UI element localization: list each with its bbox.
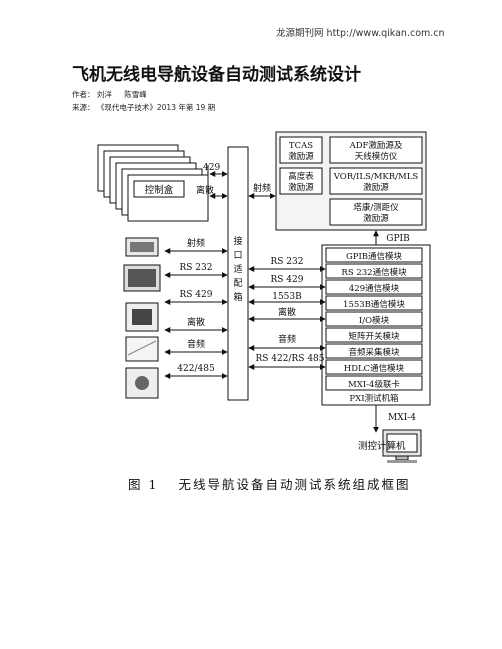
exciter-label: TCAS	[289, 141, 313, 151]
device-label: RS 232	[180, 263, 213, 273]
pxi-module-label: 429通信模块	[349, 283, 400, 294]
device-label: 422/485	[177, 364, 215, 374]
pxi-module-label: 1553B通信模块	[343, 299, 405, 310]
device-1-icon	[125, 237, 159, 257]
exciter-label: 激励源	[363, 213, 389, 224]
author-1: 刘洋	[96, 90, 112, 99]
site-name: 龙源期刊网	[276, 28, 324, 39]
computer-icon	[382, 429, 422, 463]
pxi-module-label: I/O模块	[359, 315, 390, 326]
device-label: 射频	[187, 237, 205, 249]
exciter-label: 激励源	[288, 182, 314, 193]
left-links	[164, 248, 228, 379]
exciter-boxes	[279, 136, 423, 226]
control-box-stack: 控制盒	[97, 144, 209, 222]
right-link-label: 音频	[278, 333, 296, 345]
device-4-icon	[125, 336, 159, 362]
source-label: 来源：	[72, 103, 95, 112]
exciter-label: 激励源	[363, 182, 389, 193]
interface-adapter-box	[227, 146, 249, 401]
pxi-chassis-label: PXI测试机箱	[349, 393, 399, 404]
device-3-icon	[125, 302, 159, 332]
source-value: 《现代电子技术》2013 年第 19 期	[96, 103, 216, 112]
pxi-module-label: 矩阵开关模块	[348, 331, 400, 342]
right-link-label: 离散	[278, 306, 296, 318]
pxi-modules	[325, 247, 423, 391]
pxi-module-label: 音频采集模块	[348, 347, 400, 358]
right-link-label: 1553B	[272, 292, 302, 302]
link-label-gpib: GPIB	[386, 234, 410, 244]
device-label: 音频	[187, 338, 205, 350]
adapter-char: 适	[233, 264, 242, 275]
site-header: 龙源期刊网 http://www.qikan.com.cn	[276, 25, 445, 39]
exciter-label: ADF激励源及	[349, 140, 403, 151]
right-links	[248, 266, 326, 370]
author-2: 陈雪峰	[124, 90, 147, 99]
author-label: 作者：	[72, 90, 95, 99]
adapter-char: 箱	[233, 291, 242, 303]
link-label-mxi4: MXI-4	[388, 413, 416, 423]
pxi-module-label: GPIB通信模块	[346, 251, 403, 262]
right-link-label: RS 422/RS 485	[256, 354, 325, 364]
computer-label: 测控计算机	[358, 440, 406, 452]
control-box-label: 控制盒	[145, 184, 174, 196]
link-label-429: 429	[203, 163, 220, 173]
author-line: 作者： 刘洋 陈雪峰	[72, 89, 147, 100]
device-2-icon	[123, 264, 161, 292]
link-label-discrete: 离散	[196, 184, 214, 196]
figure-number: 图 1	[128, 477, 159, 492]
link-label-rf: 射频	[253, 182, 271, 194]
exciter-label: 塔康/测距仪	[353, 202, 399, 213]
device-label: RS 429	[180, 290, 213, 300]
device-icons	[123, 237, 161, 399]
pxi-module-label: HDLC通信模块	[344, 363, 405, 374]
device-5-icon	[125, 367, 159, 399]
right-link-label: RS 232	[271, 257, 304, 267]
right-link-label: RS 429	[271, 275, 304, 285]
pxi-module-label: RS 232通信模块	[341, 267, 407, 278]
article-title: 飞机无线电导航设备自动测试系统设计	[72, 65, 361, 85]
adapter-char: 接	[233, 235, 242, 247]
exciter-label: 高度表	[288, 171, 314, 182]
pxi-module-label: MXI-4级联卡	[348, 379, 400, 390]
exciter-label: 天线模仿仪	[355, 151, 398, 162]
figure-caption: 图 1 无线导航设备自动测试系统组成框图	[128, 474, 410, 493]
adapter-char: 口	[233, 251, 242, 261]
exciter-label: VOR/ILS/MKR/MLS	[333, 172, 419, 182]
source-line: 来源： 《现代电子技术》2013 年第 19 期	[72, 102, 215, 113]
figure-title: 无线导航设备自动测试系统组成框图	[178, 477, 411, 492]
adapter-char: 配	[233, 278, 242, 289]
interface-adapter-label: 接 口 适 配 箱	[233, 235, 242, 303]
exciter-label: 激励源	[288, 151, 314, 162]
site-url[interactable]: http://www.qikan.com.cn	[326, 28, 445, 39]
device-label: 离散	[187, 316, 205, 328]
